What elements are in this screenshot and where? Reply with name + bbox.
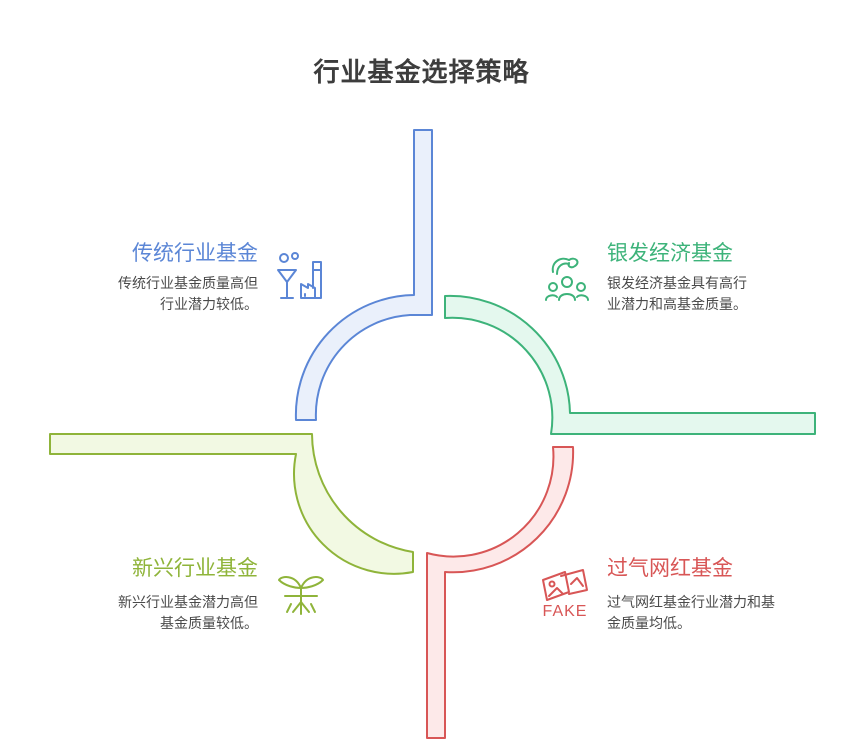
page-title: 行业基金选择策略 bbox=[313, 58, 530, 88]
quadrant-desc-emerging: 新兴行业基金潜力高但 基金质量较低。 bbox=[118, 595, 258, 632]
arc-shape-outdated bbox=[426, 446, 575, 739]
arc-shape-emerging bbox=[49, 433, 414, 575]
sprout-icon bbox=[278, 576, 324, 615]
fake-icon-label: FAKE bbox=[543, 603, 588, 618]
arc-shape-traditional bbox=[294, 129, 433, 421]
quadrant-title-emerging: 新兴行业基金 bbox=[132, 556, 258, 580]
quadrant-title-silver: 银发经济基金 bbox=[607, 241, 733, 265]
elderly-group-icon bbox=[545, 257, 589, 301]
factory-icon bbox=[277, 252, 322, 299]
quadrant-title-outdated: 过气网红基金 bbox=[607, 556, 733, 580]
arc-shape-silver bbox=[444, 294, 816, 435]
quadrant-desc-traditional: 传统行业基金质量高但 行业潜力较低。 bbox=[118, 276, 258, 313]
quadrant-desc-silver: 银发经济基金具有高行 业潜力和高基金质量。 bbox=[607, 276, 747, 313]
quadrant-desc-outdated: 过气网红基金行业潜力和基 金质量均低。 bbox=[607, 595, 775, 632]
fake-icon: FAKE bbox=[542, 569, 588, 618]
quadrant-title-traditional: 传统行业基金 bbox=[132, 241, 258, 265]
